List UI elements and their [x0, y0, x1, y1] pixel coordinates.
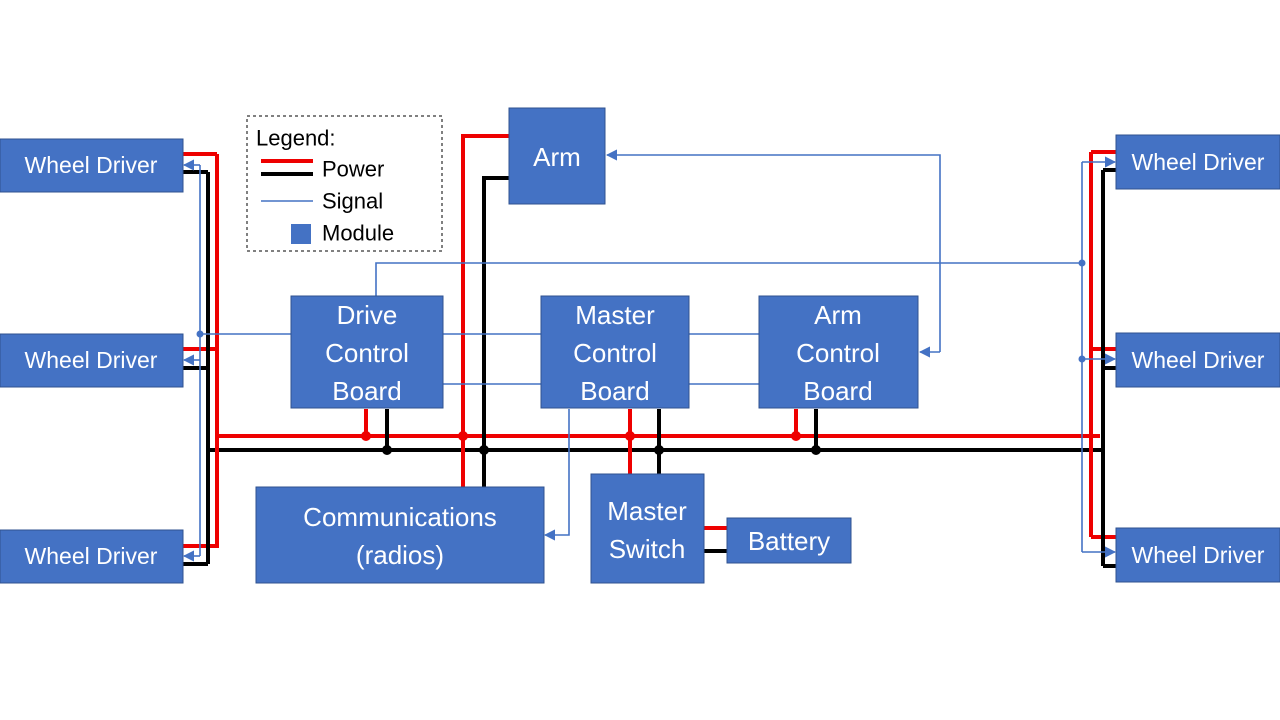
- module-communications: Communications (radios): [255, 486, 545, 584]
- wheel-driver-label: Wheel Driver: [1132, 542, 1265, 568]
- module-wheel-driver-right-bot: Wheel Driver: [1115, 527, 1280, 583]
- module-wheel-driver-left-top: Wheel Driver: [0, 138, 184, 193]
- module-wheel-driver-right-mid: Wheel Driver: [1115, 332, 1280, 388]
- wheel-driver-label: Wheel Driver: [25, 543, 158, 569]
- wheel-driver-label: Wheel Driver: [1132, 347, 1265, 373]
- wheel-driver-label: Wheel Driver: [1132, 149, 1265, 175]
- master-switch-line-2: Switch: [609, 534, 686, 564]
- module-wheel-driver-right-top: Wheel Driver: [1115, 134, 1280, 190]
- legend-module-swatch: [291, 224, 311, 244]
- module-wheel-driver-left-bot: Wheel Driver: [0, 529, 184, 584]
- wheel-driver-label: Wheel Driver: [25, 152, 158, 178]
- drive-control-line-1: Drive: [337, 300, 398, 330]
- junction-dots: [361, 431, 821, 455]
- wiring: [182, 134, 1117, 568]
- arm-control-line-1: Arm: [814, 300, 862, 330]
- module-battery: Battery: [726, 517, 852, 564]
- legend-module-label: Module: [322, 221, 394, 246]
- legend-signal-label: Signal: [322, 189, 383, 214]
- ground-arm: [482, 176, 509, 487]
- master-control-line-3: Board: [580, 376, 649, 406]
- arm-control-line-3: Board: [803, 376, 872, 406]
- wheel-driver-label: Wheel Driver: [25, 347, 158, 373]
- communications-line-2: (radios): [356, 540, 444, 570]
- legend: Legend: Power Signal Module: [246, 115, 443, 252]
- module-arm: Arm: [508, 107, 606, 205]
- module-master-control-board: Master Control Board: [540, 295, 690, 409]
- arm-label: Arm: [533, 142, 581, 172]
- drive-control-line-3: Board: [332, 376, 401, 406]
- arm-control-line-2: Control: [796, 338, 880, 368]
- master-control-line-1: Master: [575, 300, 655, 330]
- power-arm: [461, 134, 509, 487]
- legend-title: Legend:: [256, 126, 336, 151]
- battery-label: Battery: [748, 526, 830, 556]
- master-control-line-2: Control: [573, 338, 657, 368]
- communications-line-1: Communications: [303, 502, 497, 532]
- drive-control-line-2: Control: [325, 338, 409, 368]
- master-switch-line-1: Master: [607, 496, 687, 526]
- module-arm-control-board: Arm Control Board: [758, 295, 919, 409]
- signal-lines: [182, 149, 1117, 562]
- module-wheel-driver-left-mid: Wheel Driver: [0, 333, 184, 388]
- legend-power-label: Power: [322, 157, 384, 182]
- module-master-switch: Master Switch: [590, 473, 705, 584]
- module-drive-control-board: Drive Control Board: [290, 295, 444, 409]
